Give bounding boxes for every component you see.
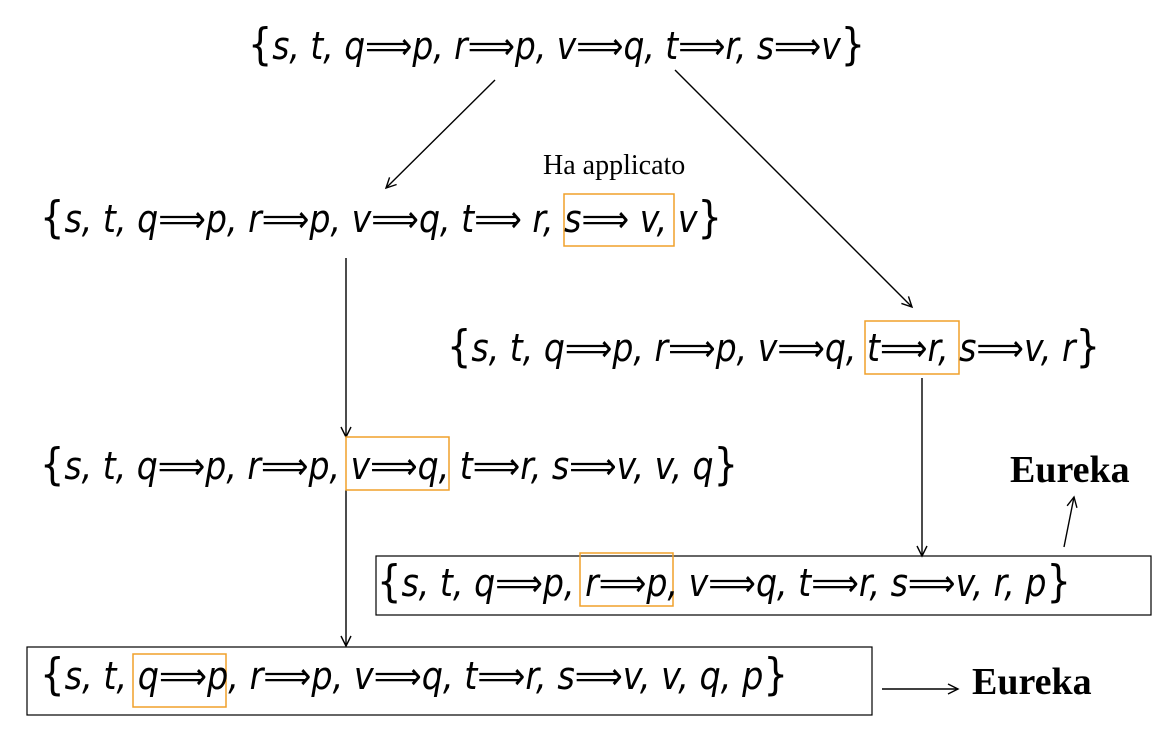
set-elements: s, t, [65,654,138,698]
derived-atom: p [1025,561,1047,605]
set-elements-tail: v⟹q, t⟹r, s⟹v, r, [678,561,1025,605]
close-brace: } [841,19,865,70]
set-left2: {s, t, q⟹p, r⟹p, v⟹q, t⟹r, s⟹v, v, q} [40,439,738,490]
close-brace: } [763,649,788,700]
set-elements: s, t, q⟹p, [401,561,585,605]
applied-rule: v⟹q, [351,444,450,488]
derived-atom: q [693,444,714,488]
edge-right2-to-eureka [1063,495,1078,548]
open-brace: { [40,192,64,243]
applied-rule: r⟹p, [585,561,678,605]
applied-rule-box-right2 [579,552,674,607]
applied-rule: s⟹ v, [564,197,667,241]
derived-atom: v [678,197,698,241]
open-brace: { [377,556,401,607]
set-right2: {s, t, q⟹p, r⟹p, v⟹q, t⟹r, s⟹v, r, p} [377,556,1071,607]
derived-atom: r [1062,326,1078,370]
set-right1: {s, t, q⟹p, r⟹p, v⟹q, t⟹r, s⟹v, r} [447,321,1100,372]
eureka-label-bottom: Eureka [972,661,1092,703]
set-elements: s, t, q⟹p, r⟹p, [64,444,350,488]
set-left1: {s, t, q⟹p, r⟹p, v⟹q, t⟹ r, s⟹ v, v} [40,192,722,243]
open-brace: { [447,321,471,372]
goal-frame-right [375,555,1152,616]
applied-rule-box-left3 [132,653,227,708]
applied-rule-box-left1 [563,193,675,247]
open-brace: { [40,439,64,490]
applied-rule: q⟹p, [138,654,239,698]
open-brace: { [40,649,65,700]
edge-root-to-right1 [674,69,914,309]
set-elements-tail: r⟹p, v⟹q, t⟹r, s⟹v, v, q, [239,654,742,698]
set-elements: s, t, q⟹p, r⟹p, v⟹q, t⟹r, s⟹v [272,24,841,68]
applied-rule-box-right1 [864,320,960,375]
close-brace: } [1047,556,1071,607]
edge-root-to-left1 [384,79,496,190]
set-elements-tail: t⟹r, s⟹v, v, [449,444,692,488]
applied-note: Ha applicato [543,150,685,181]
applied-rule-box-left2 [345,436,450,491]
open-brace: { [248,19,272,70]
set-left3: {s, t, q⟹p, r⟹p, v⟹q, t⟹r, s⟹v, v, q, p} [40,649,788,700]
set-elements: s, t, q⟹p, r⟹p, v⟹q, [471,326,867,370]
close-brace: } [1076,321,1100,372]
close-brace: } [698,192,722,243]
set-elements-tail [667,197,678,241]
derived-atom: p [741,654,763,698]
close-brace: } [714,439,738,490]
goal-frame-left [26,646,873,716]
set-root: {s, t, q⟹p, r⟹p, v⟹q, t⟹r, s⟹v} [248,19,865,70]
applied-rule: t⟹r, [867,326,949,370]
set-elements-tail: s⟹v, [949,326,1062,370]
eureka-label-right: Eureka [1010,449,1130,491]
set-elements: s, t, q⟹p, r⟹p, v⟹q, t⟹ r, [64,197,564,241]
